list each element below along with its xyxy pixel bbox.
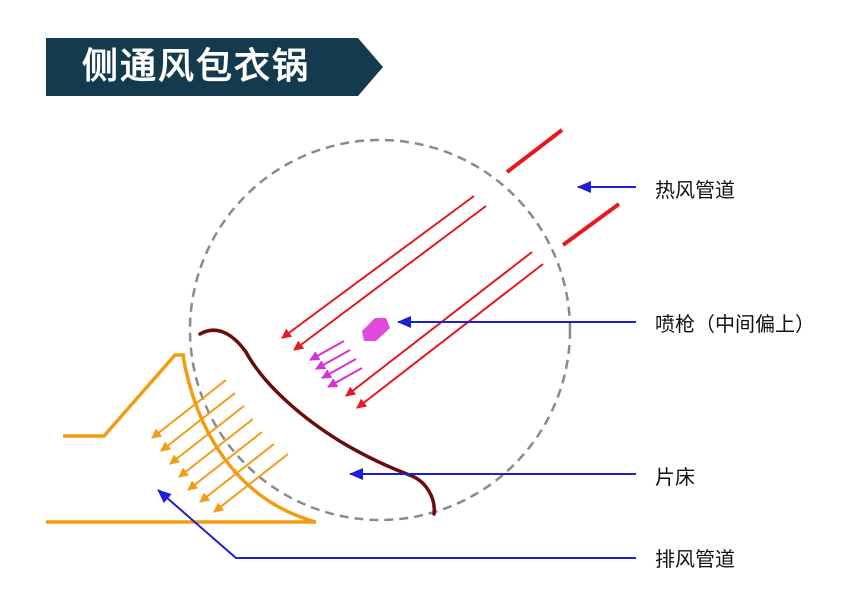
drum-outline (188, 138, 572, 522)
exhaust-pointer (157, 489, 636, 559)
hot-air-flow (281, 195, 544, 409)
title-banner (46, 38, 383, 96)
exhaust-duct (46, 353, 317, 524)
spray-arrow (315, 349, 351, 370)
spray-gun-nozzle (362, 318, 390, 341)
hot-air-arrow (356, 263, 544, 409)
page-title: 侧通风包衣锅 (82, 46, 311, 87)
hot-air-duct-outer (505, 128, 621, 247)
title-banner-shape (46, 38, 383, 96)
exhaust-arrow (199, 443, 275, 503)
exhaust-duct-curved-plate (181, 355, 317, 524)
hot-air-arrow (345, 251, 533, 397)
exhaust-arrow (178, 418, 254, 478)
spray-arrow (309, 340, 345, 361)
exhaust-arrow (213, 453, 289, 513)
hot-air-arrow (293, 205, 487, 351)
spray-flow (309, 340, 363, 388)
hot-air-arrow (281, 195, 475, 339)
spray-gun-label: 喷枪（中间偏上） (655, 312, 815, 336)
exhaust-arrow (187, 431, 263, 491)
exhaust-flow (151, 379, 289, 513)
spray-arrow (327, 367, 363, 388)
hot-air-duct-label: 热风管道 (655, 178, 735, 202)
label-pointers (157, 181, 636, 559)
exhaust-arrow (151, 379, 227, 439)
exhaust-duct-label: 排风管道 (655, 547, 735, 571)
tablet-bed-curve (198, 328, 436, 516)
hot-air-duct-upper-segment (505, 128, 564, 174)
hot-air-duct-lower-segment (561, 202, 621, 247)
tablet-bed-label: 片床 (655, 465, 695, 489)
exhaust-duct-upper-wall (63, 353, 185, 438)
exhaust-arrow (160, 392, 236, 452)
exhaust-arrow (169, 405, 245, 465)
spray-arrow (321, 358, 357, 379)
